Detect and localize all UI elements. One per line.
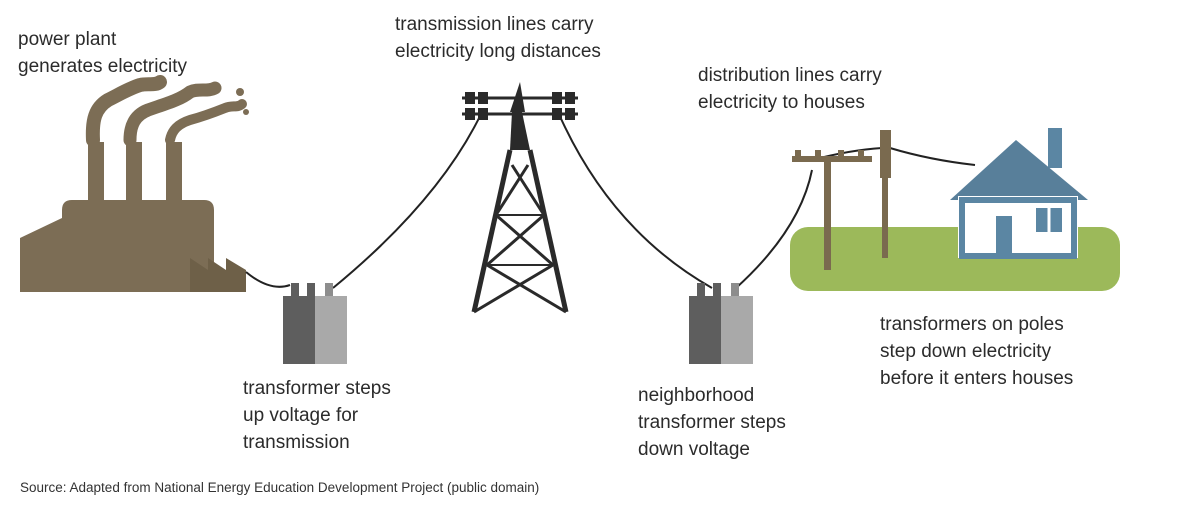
pole-transformer bbox=[880, 130, 891, 178]
label-transmission-lines: transmission lines carry electricity lon… bbox=[395, 14, 601, 62]
chimney-2 bbox=[126, 142, 142, 204]
label-neighborhood-transformer: neighborhood transformer steps down volt… bbox=[638, 385, 786, 460]
chimney-3 bbox=[166, 142, 182, 204]
label-power-plant: power plant generates electricity bbox=[18, 29, 187, 77]
wire-transformer-to-tower bbox=[332, 111, 483, 289]
chimney-1 bbox=[88, 142, 104, 204]
label-pole-transformers: transformers on poles step down electric… bbox=[880, 314, 1074, 389]
transmission-tower bbox=[462, 82, 578, 314]
smoke-plume-right bbox=[165, 99, 247, 145]
house-roof bbox=[950, 140, 1088, 200]
plant-building bbox=[20, 200, 214, 292]
wire-plant-to-transformer bbox=[245, 271, 291, 288]
house bbox=[950, 128, 1088, 259]
house-chimney bbox=[1048, 128, 1062, 168]
label-distribution-lines: distribution lines carry electricity to … bbox=[698, 65, 882, 113]
power-plant bbox=[20, 75, 249, 292]
smoke-plume-left bbox=[85, 75, 167, 147]
power-lines bbox=[245, 111, 976, 289]
source-credit: Source: Adapted from National Energy Edu… bbox=[20, 480, 540, 495]
utility-pole bbox=[792, 130, 891, 270]
smoke-plume-middle bbox=[123, 81, 222, 147]
wire-tower-to-neighborhood bbox=[557, 111, 713, 289]
label-step-up-transformer: transformer steps up voltage for transmi… bbox=[243, 378, 391, 453]
wire-box-to-house bbox=[889, 147, 976, 166]
neighborhood-transformer bbox=[689, 283, 753, 364]
wire-neighborhood-to-pole bbox=[735, 169, 813, 289]
house-door bbox=[996, 216, 1012, 256]
step-up-transformer bbox=[283, 283, 347, 364]
plant-annex bbox=[190, 258, 246, 292]
